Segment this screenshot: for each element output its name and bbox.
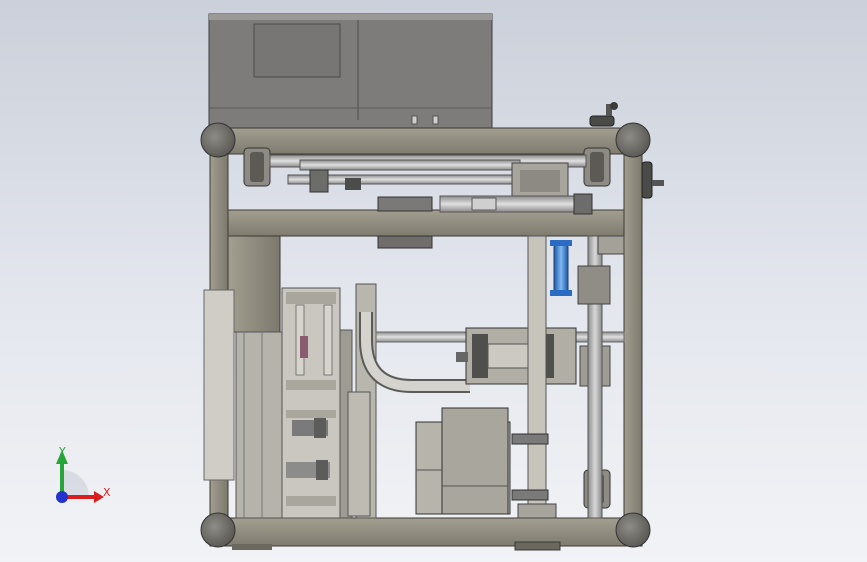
corner-casters bbox=[200, 122, 651, 548]
axis-x-arrow bbox=[94, 491, 104, 503]
left-guide-column bbox=[203, 235, 283, 519]
handwheel-top bbox=[589, 102, 618, 127]
axis-y-label: Y bbox=[58, 445, 66, 458]
axis-y-arrow bbox=[56, 450, 68, 464]
axis-x-label: X bbox=[103, 486, 111, 499]
handwheel-side bbox=[641, 161, 664, 199]
triad-plane bbox=[62, 470, 89, 497]
left-stack-rack bbox=[281, 287, 353, 519]
blue-valve bbox=[550, 240, 572, 296]
axis-z-dot bbox=[56, 491, 68, 503]
left-panel-strip bbox=[347, 391, 371, 517]
bottom-box bbox=[415, 407, 511, 515]
upper-cylinder-assembly bbox=[269, 154, 593, 215]
right-guide bbox=[511, 235, 625, 519]
drive-block bbox=[377, 235, 433, 249]
control-cabinet bbox=[208, 13, 493, 133]
coordinate-triad: Y X bbox=[56, 445, 111, 503]
